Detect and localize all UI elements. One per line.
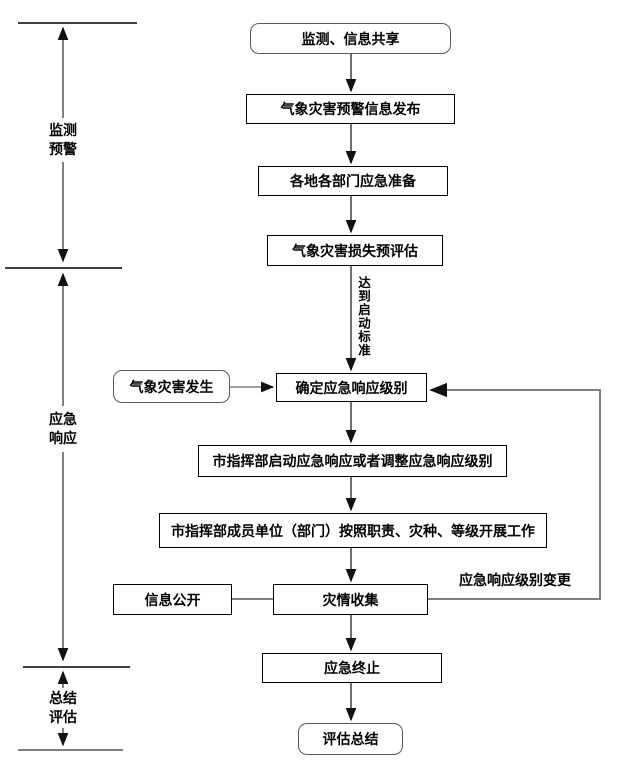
edge-label-level-change: 应急响应级别变更 (459, 572, 571, 588)
node-info-public: 信息公开 (113, 584, 232, 615)
node-loss-preassess: 气象灾害损失预评估 (267, 235, 443, 266)
node-eval-summary: 评估总结 (298, 723, 403, 755)
phase-label-line: 总结 (49, 690, 77, 706)
node-determine-level: 确定应急响应级别 (276, 373, 427, 402)
node-warning-release: 气象灾害预警信息发布 (246, 94, 455, 124)
phase-label-summary: 总结 评估 (35, 689, 91, 727)
phase-label-line: 监测 (49, 122, 77, 138)
node-dept-prep: 各地各部门应急准备 (258, 166, 448, 196)
phase-label-line: 预警 (49, 141, 77, 157)
edge-label-reach-criteria: 达到启动标准 (356, 276, 370, 357)
level-change-feedback-arrow (428, 382, 601, 600)
phase-axis (5, 22, 137, 751)
node-hq-start: 市指挥部启动应急响应或者调整应急响应级别 (198, 445, 507, 477)
node-disaster-collect: 灾情收集 (273, 584, 428, 615)
phase-label-line: 响应 (49, 430, 77, 446)
node-monitor-share: 监测、信息共享 (250, 23, 451, 54)
node-hq-members: 市指挥部成员单位（部门）按照职责、灾种、等级开展工作 (159, 513, 547, 548)
phase-label-line: 应急 (49, 411, 77, 427)
node-emergency-end: 应急终止 (262, 653, 442, 683)
node-disaster-occur: 气象灾害发生 (113, 370, 230, 403)
phase-label-monitoring: 监测 预警 (35, 121, 91, 159)
phase-label-response: 应急 响应 (35, 410, 91, 448)
phase-label-line: 评估 (49, 709, 77, 725)
